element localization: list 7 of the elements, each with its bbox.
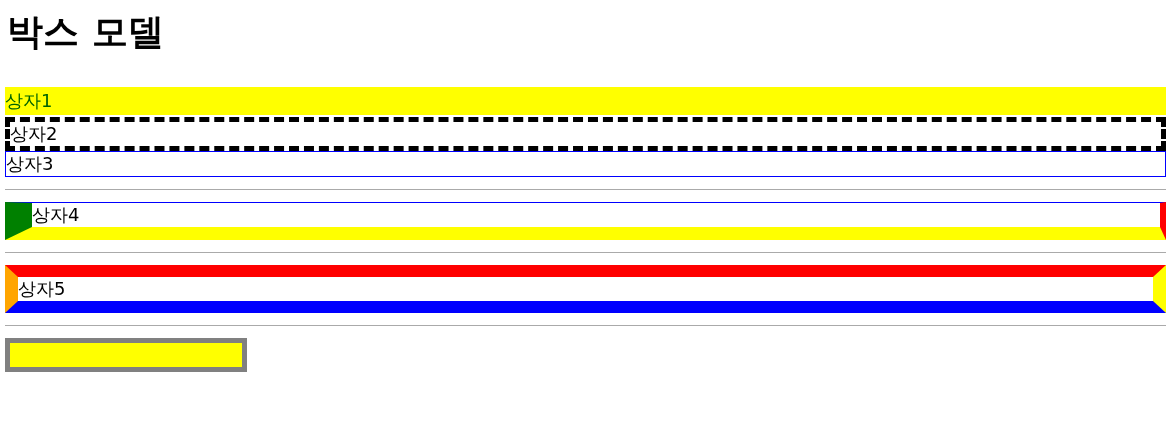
text-box: 상자4: [5, 202, 1166, 240]
text-box: 상자5: [5, 265, 1166, 313]
input-field: [5, 338, 247, 372]
text-box: 상자2: [5, 117, 1166, 151]
text-box: 상자1: [5, 87, 1166, 115]
page-title: 박스 모델: [7, 10, 165, 54]
text-box: 상자3: [5, 151, 1166, 177]
